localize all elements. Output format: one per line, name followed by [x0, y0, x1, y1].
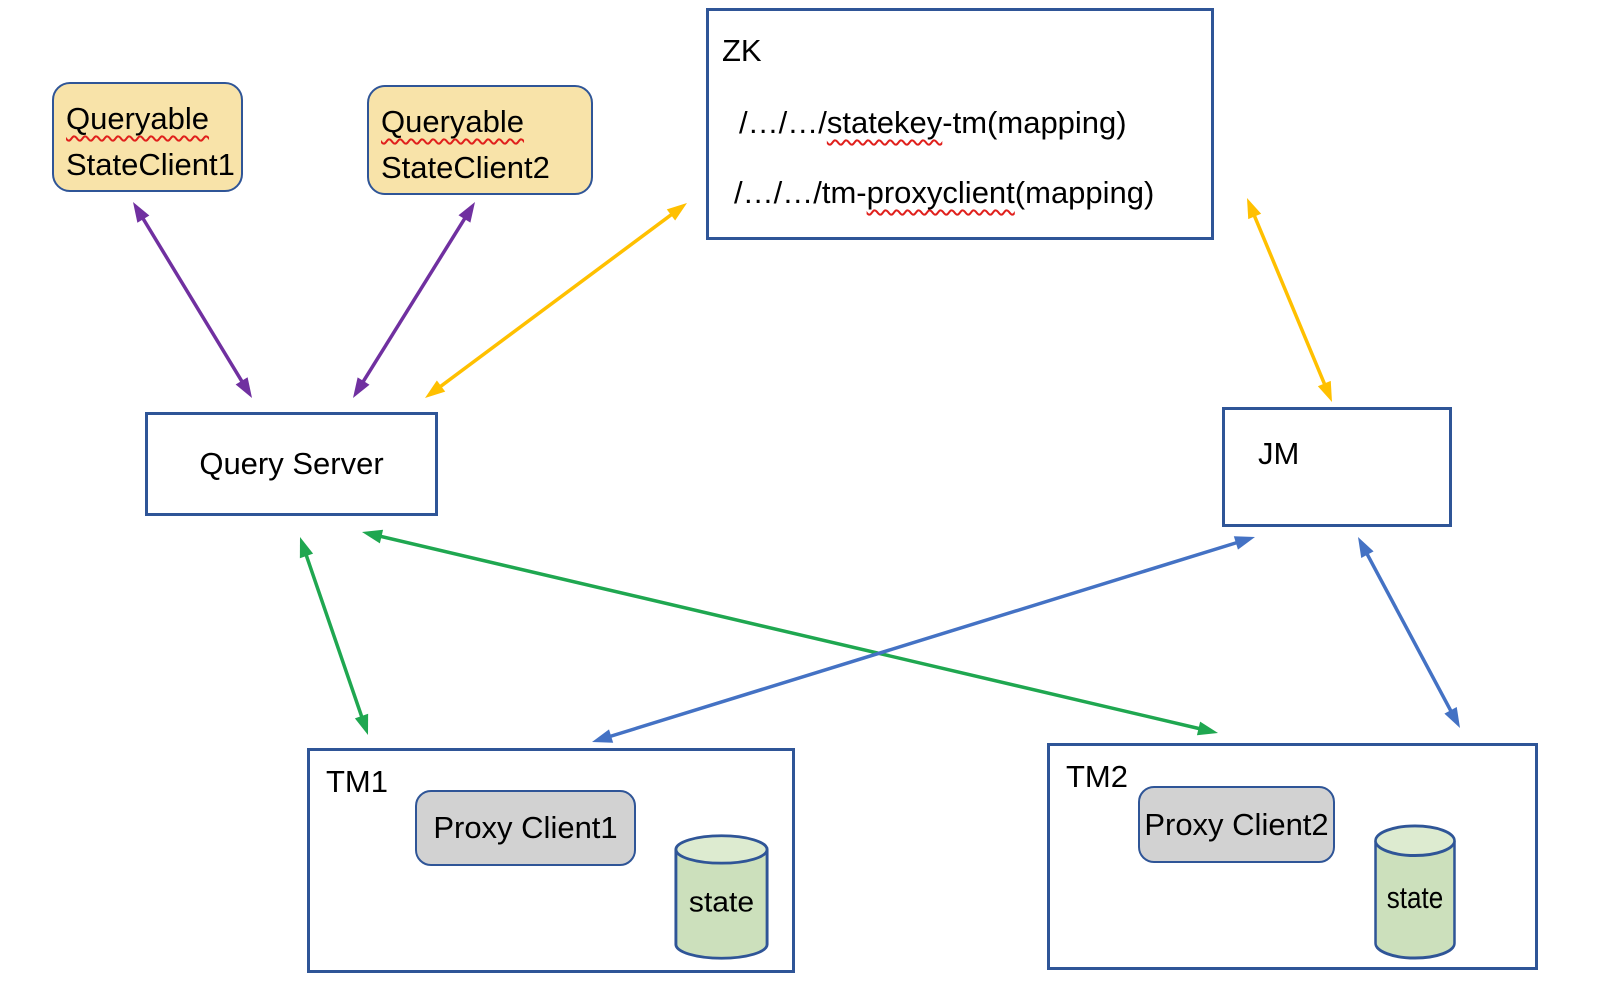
arrow-client1-queryserver [133, 202, 252, 398]
proxy-client1-box: Proxy Client1 [415, 790, 636, 866]
queryable-state-client1-box: Queryable StateClient1 [52, 82, 243, 192]
arrow-queryserver-tm1 [299, 537, 369, 735]
query-server-box: Query Server [145, 412, 438, 516]
proxy-client2-box: Proxy Client2 [1138, 786, 1335, 863]
arrow-jm-tm2 [1358, 537, 1460, 728]
zk-title: ZK [722, 33, 762, 68]
cylinder-icon: state [1374, 824, 1456, 960]
tm1-box: TM1 Proxy Client1 state [307, 748, 795, 973]
state-label-tm1: state [689, 887, 754, 918]
arrow-jm-tm1 [592, 536, 1255, 743]
queryable-state-client2-box: Queryable StateClient2 [367, 85, 593, 195]
query-server-label: Query Server [199, 446, 384, 481]
state-cylinder-tm1: state [673, 833, 770, 961]
proxy-client1-label: Proxy Client1 [433, 810, 618, 845]
state-label-tm2: state [1387, 881, 1443, 915]
cylinder-icon: state [674, 834, 769, 960]
arrow-queryserver-tm2 [362, 529, 1218, 736]
client2-label-line2: StateClient2 [381, 150, 550, 185]
proxy-client2-label: Proxy Client2 [1144, 806, 1329, 842]
tm2-label: TM2 [1066, 759, 1128, 794]
arrow-zk-queryserver [425, 203, 687, 398]
arrow-zk-jm [1247, 198, 1332, 402]
zk-box: ZK /…/…/statekey-tm(mapping) /…/…/tm-pro… [706, 8, 1214, 240]
client2-label-line1: Queryable [381, 104, 525, 139]
tm2-box: TM2 Proxy Client2 state [1047, 743, 1538, 970]
zk-proxyclient-mapping-line: /…/…/tm-proxyclient(mapping) [734, 175, 1155, 210]
jm-box: JM [1222, 407, 1452, 527]
jm-label: JM [1258, 436, 1300, 471]
client1-label-line1: Queryable [66, 101, 210, 136]
tm1-label: TM1 [326, 764, 388, 799]
arrow-client2-queryserver [353, 202, 475, 398]
state-cylinder-tm2: state [1373, 823, 1457, 961]
client1-label-line2: StateClient1 [66, 147, 235, 182]
zk-statekey-mapping-line: /…/…/statekey-tm(mapping) [739, 105, 1127, 140]
